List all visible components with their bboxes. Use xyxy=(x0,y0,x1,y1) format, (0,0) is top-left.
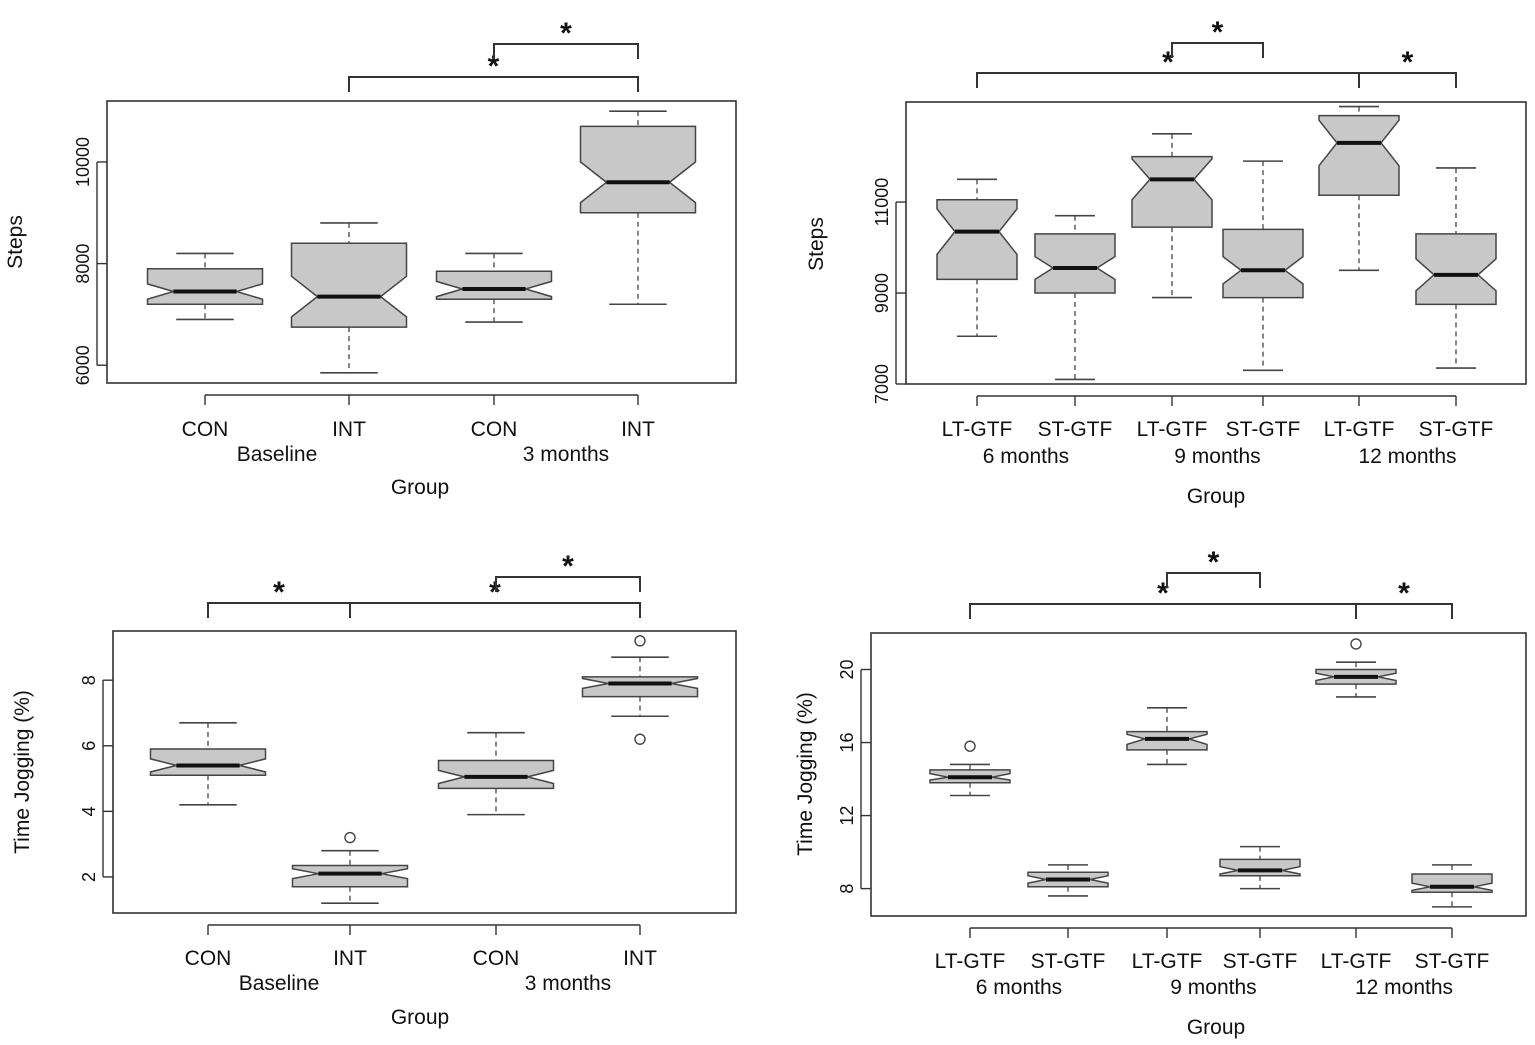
x-axis-title: Group xyxy=(1187,485,1245,508)
group-label: 9 months xyxy=(1174,445,1260,468)
x-tick-label: LT-GTF xyxy=(1324,418,1395,441)
y-tick-label: 6000 xyxy=(73,345,93,385)
plot-frame xyxy=(106,100,737,384)
y-tick-label: 11000 xyxy=(872,178,892,227)
plot-frame xyxy=(870,632,1527,917)
x-axis-title: Group xyxy=(1187,1016,1245,1039)
significance-bracket xyxy=(493,43,639,59)
x-tick-label: INT xyxy=(623,947,657,970)
y-axis-title: Steps xyxy=(805,217,828,271)
x-tick-label: ST-GTF xyxy=(1226,418,1301,441)
x-tick-label: LT-GTF xyxy=(1321,950,1392,973)
significance-bracket xyxy=(1355,603,1453,619)
x-tick-label: LT-GTF xyxy=(1137,418,1208,441)
y-axis-title: Time Jogging (%) xyxy=(794,692,817,856)
x-tick-label: INT xyxy=(332,418,366,441)
x-tick-label: INT xyxy=(621,418,655,441)
x-tick-label: ST-GTF xyxy=(1223,950,1298,973)
significance-star: * xyxy=(1398,577,1410,610)
y-tick-label: 8 xyxy=(79,675,99,685)
significance-star: * xyxy=(560,17,572,50)
outlier-point xyxy=(634,733,646,745)
x-tick-label: CON xyxy=(185,947,232,970)
notched-box xyxy=(435,270,553,300)
group-label: 3 months xyxy=(523,443,609,466)
x-tick-label: ST-GTF xyxy=(1419,418,1494,441)
notched-box xyxy=(437,759,555,790)
notched-box xyxy=(146,267,264,305)
outlier-point xyxy=(964,740,976,752)
x-tick-label: ST-GTF xyxy=(1038,418,1113,441)
notched-box xyxy=(579,125,697,214)
group-label: 12 months xyxy=(1358,445,1456,468)
notched-box xyxy=(149,748,267,777)
group-label: 6 months xyxy=(983,445,1069,468)
y-axis-title: Time Jogging (%) xyxy=(11,690,34,854)
x-tick-label: CON xyxy=(471,418,518,441)
group-label: 6 months xyxy=(976,976,1062,999)
significance-star: * xyxy=(1212,16,1224,49)
group-label: 3 months xyxy=(525,972,611,995)
significance-bracket xyxy=(349,602,641,618)
group-label: Baseline xyxy=(237,443,318,466)
x-tick-label: ST-GTF xyxy=(1031,950,1106,973)
x-axis-title: Group xyxy=(391,1006,449,1029)
notched-box xyxy=(581,676,699,698)
notched-box xyxy=(290,242,408,328)
group-label: Baseline xyxy=(239,972,320,995)
y-axis-title: Steps xyxy=(4,215,27,269)
y-tick-label: 8000 xyxy=(73,244,93,284)
x-axis-title: Group xyxy=(391,476,449,499)
plot-frame xyxy=(112,630,737,914)
notched-box xyxy=(291,864,409,888)
outlier-point xyxy=(344,831,356,844)
x-tick-label: LT-GTF xyxy=(1132,950,1203,973)
x-tick-label: LT-GTF xyxy=(935,950,1006,973)
y-tick-label: 6 xyxy=(79,741,99,751)
y-tick-label: 10000 xyxy=(73,137,93,187)
notched-box xyxy=(1318,114,1400,196)
significance-bracket xyxy=(348,76,639,92)
y-tick-label: 9000 xyxy=(872,273,892,313)
notched-box xyxy=(1131,155,1213,228)
y-tick-label: 16 xyxy=(837,733,857,753)
significance-star: * xyxy=(562,550,574,583)
significance-star: * xyxy=(1208,546,1220,579)
x-tick-label: INT xyxy=(333,947,367,970)
y-tick-label: 12 xyxy=(837,806,857,826)
y-tick-label: 20 xyxy=(837,660,857,680)
notched-box xyxy=(936,199,1018,281)
notched-box xyxy=(1222,228,1304,299)
outlier-point xyxy=(1350,638,1362,650)
significance-bracket xyxy=(1166,572,1261,588)
group-label: 9 months xyxy=(1170,976,1256,999)
significance-bracket xyxy=(495,576,641,592)
notched-box xyxy=(1034,233,1116,294)
significance-star: * xyxy=(489,576,501,609)
outlier-point xyxy=(634,635,646,647)
plot-frame xyxy=(905,101,1527,385)
y-tick-label: 4 xyxy=(79,806,99,816)
notched-box xyxy=(1415,233,1497,306)
significance-bracket xyxy=(1171,42,1264,58)
x-tick-label: ST-GTF xyxy=(1415,950,1490,973)
significance-star: * xyxy=(488,50,500,83)
y-tick-label: 7000 xyxy=(872,364,892,404)
x-tick-label: CON xyxy=(182,418,229,441)
significance-star: * xyxy=(273,576,285,609)
x-tick-label: CON xyxy=(473,947,520,970)
y-tick-label: 8 xyxy=(837,884,857,894)
y-tick-label: 2 xyxy=(79,872,99,882)
significance-star: * xyxy=(1402,46,1414,79)
group-label: 12 months xyxy=(1355,976,1453,999)
x-tick-label: LT-GTF xyxy=(942,418,1013,441)
notched-box xyxy=(1219,858,1301,877)
notched-box xyxy=(1411,873,1493,894)
significance-bracket xyxy=(1358,72,1457,88)
